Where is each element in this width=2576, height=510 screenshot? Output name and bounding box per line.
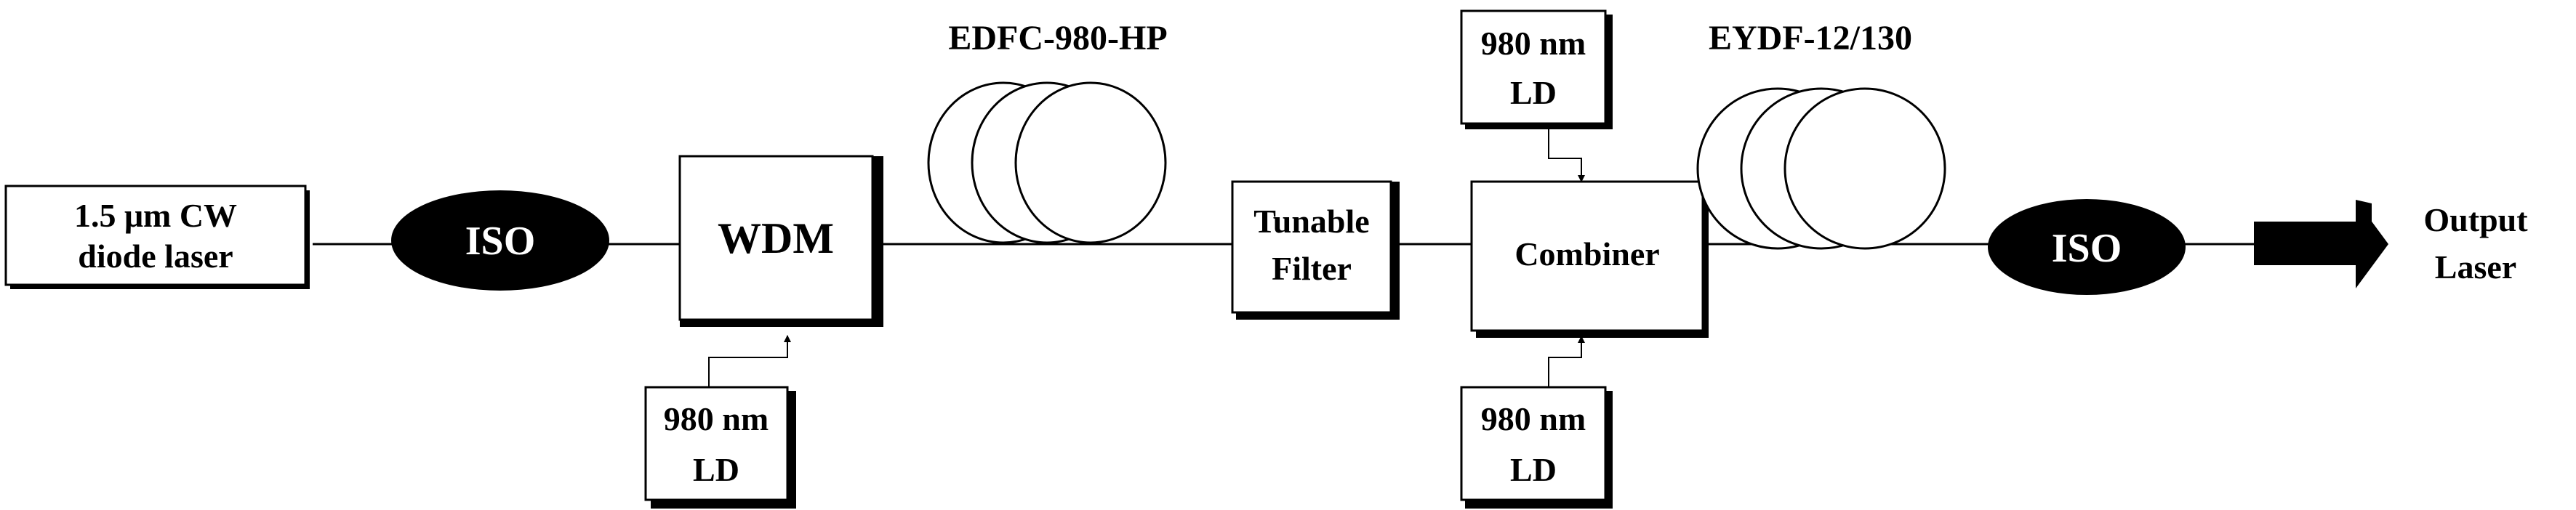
combiner-label: Combiner	[1514, 235, 1659, 272]
output-arrow-icon	[2254, 200, 2388, 288]
output-label-line1: Output	[2423, 201, 2528, 238]
combiner-box: Combiner	[1470, 180, 1709, 338]
isolator-2-label: ISO	[2052, 226, 2122, 271]
eydf-fiber-coil	[1696, 87, 1946, 250]
tunable-filter-box: Tunable Filter	[1231, 180, 1400, 320]
output-label-line2: Laser	[2435, 248, 2516, 286]
pump-feeds	[708, 122, 1585, 389]
isolator-1: ISO	[391, 190, 609, 291]
seed-laser-line2: diode laser	[78, 238, 233, 275]
pump-ld-top: 980 nm LD	[1460, 9, 1613, 129]
pump-ld-bottom-line1: 980 nm	[1481, 400, 1586, 437]
eydf-fiber-label: EYDF-12/130	[1709, 19, 1912, 57]
pump-ld-wdm-line1: 980 nm	[664, 400, 769, 437]
seed-laser-line1: 1.5 μm CW	[74, 197, 237, 234]
edf-fiber-label: EDFC-980-HP	[948, 19, 1167, 57]
tunable-filter-line2: Filter	[1272, 250, 1352, 287]
pump-ld-bottom: 980 nm LD	[1460, 386, 1613, 509]
wdm-label: WDM	[718, 214, 834, 262]
isolator-2: ISO	[1988, 199, 2186, 295]
isolator-1-label: ISO	[465, 219, 536, 264]
tunable-filter-line1: Tunable	[1253, 203, 1369, 240]
edf-fiber-coil	[927, 81, 1167, 244]
pump-ld-bottom-line2: LD	[1510, 451, 1557, 488]
pump-ld-wdm-line2: LD	[693, 451, 739, 488]
pump-ld-top-line1: 980 nm	[1481, 25, 1586, 62]
pump-ld-wdm: 980 nm LD	[644, 386, 796, 509]
wdm-box: WDM	[678, 155, 883, 327]
pump-ld-top-line2: LD	[1510, 74, 1557, 111]
seed-laser-box: 1.5 μm CW diode laser	[4, 185, 310, 289]
